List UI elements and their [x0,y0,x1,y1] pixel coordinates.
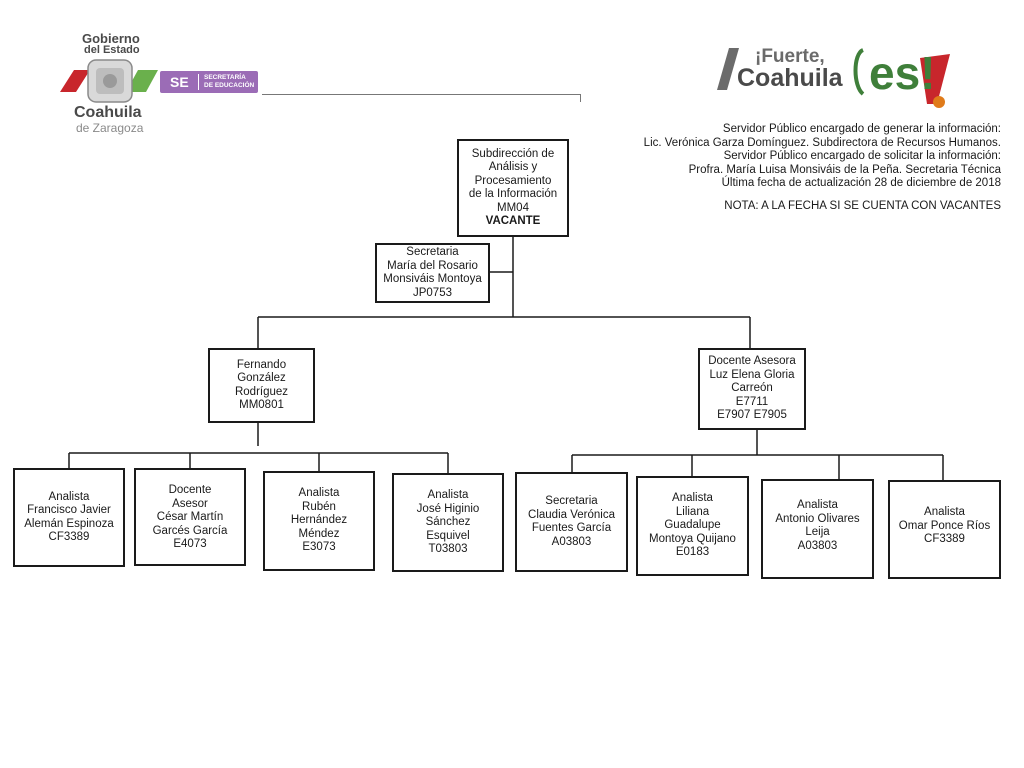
org-rh-l2: Luz Elena Gloria [709,368,795,381]
node-line: Montoya Quijano [649,532,736,545]
info-line-5: Última fecha de actualización 28 de dici… [721,177,1001,190]
node-line: Analista [797,499,838,511]
org-top-l2: Análisis y [488,161,538,173]
se-badge: SE SECRETARÍA DE EDUCACIÓN [160,71,258,93]
vacancy-label: VACANTE [485,215,541,227]
org-box-left-head: Fernando González Rodríguez MM0801 [208,348,315,423]
org-rh-l3: Carreón [731,382,773,395]
node-line: A03803 [797,539,838,552]
info-line-2: Lic. Verónica Garza Domínguez. Subdirect… [643,136,1001,149]
org-box-docente-cesar: Docente Asesor César Martín Garcés Garcí… [134,468,246,566]
info-block: Servidor Público encargado de generar la… [644,123,1001,214]
node-line: Méndez [298,527,340,540]
brand-big: es! [869,47,936,99]
org-box-analista-liliana: Analista Liliana Guadalupe Montoya Quija… [636,476,749,576]
node-line: Alemán Espinoza [24,517,114,530]
org-box-secretaria-claudia: Secretaria Claudia Verónica Fuentes Garc… [515,472,628,572]
org-box-subdireccion: Subdirección de Análisis y Procesamiento… [457,139,569,237]
node-line: Analista [298,487,340,499]
org-rh-l5: E7907 E7905 [717,409,787,422]
node-line: Analista [48,490,90,503]
node-line: Francisco Javier [27,504,111,516]
logo-line1: Gobierno [82,31,140,46]
org-sec-l2: María del Rosario [387,259,478,272]
logo-state: Coahuila [74,104,142,121]
org-sec-l1: Secretaria [406,246,459,258]
node-line: A03803 [551,535,592,548]
node-line: Analista [924,506,965,518]
org-sec-l3: Monsiváis Montoya [383,273,482,285]
node-line: T03803 [428,543,468,555]
org-box-analista-omar: Analista Omar Ponce Ríos CF3389 [888,480,1001,579]
coat-of-arms-icon [60,59,158,103]
node-line: Docente [168,484,212,496]
header-rule [262,94,580,95]
node-line: José Higinio [416,502,480,515]
node-line: Secretaria [545,495,598,507]
node-line: Claudia Verónica [528,508,615,521]
org-sec-l4: JP0753 [412,286,452,299]
node-line: E4073 [173,538,207,550]
node-line: César Martín [156,511,224,523]
node-line: Rubén [302,500,336,513]
org-rh-l4: E7711 [735,395,769,408]
se-line1: SECRETARÍA [204,74,246,81]
node-line: CF3389 [48,531,90,543]
org-rh-l1: Docente Asesora [708,355,796,368]
node-line: Antonio Olivares [775,512,860,525]
org-top-l1: Subdirección de [471,147,555,160]
fuerte-coahuila-logo: ¡Fuerte, Coahuila es! [715,44,965,110]
info-line-1: Servidor Público encargado de generar la… [722,123,1001,135]
org-box-right-head: Docente Asesora Luz Elena Gloria Carreón… [698,348,806,430]
org-box-analista-francisco: Analista Francisco Javier Alemán Espinoz… [13,468,125,567]
node-line: CF3389 [924,533,965,545]
node-line: Sánchez [425,516,471,528]
node-line: Asesor [172,497,208,510]
gobierno-coahuila-logo: Gobierno del Estado Coahuila de Zaragoza [60,28,170,138]
org-lh-l1: Fernando [236,358,287,371]
node-line: Hernández [290,514,348,526]
org-lh-l4: MM0801 [239,399,284,411]
brand-line1: ¡Fuerte, [755,46,825,67]
org-top-l4: de la Información [468,188,558,200]
node-line: Analista [672,492,713,504]
node-line: Esquivel [426,529,470,542]
info-line-3: Servidor Público encargado de solicitar … [723,150,1001,163]
org-box-analista-antonio: Analista Antonio Olivares Leija A03803 [761,479,874,579]
info-line-4: Profra. María Luisa Monsiváis de la Peña… [688,163,1001,176]
logo-line2: del Estado [84,44,140,56]
org-top-l3: Procesamiento [474,174,552,187]
node-line: Liliana [675,505,710,518]
slash-mark-icon [717,48,950,108]
node-line: Analista [427,489,469,501]
node-line: Fuentes García [531,522,612,534]
node-line: Omar Ponce Ríos [898,519,991,532]
org-box-secretaria: Secretaria María del Rosario Monsiváis M… [375,243,490,303]
se-abbr: SE [170,74,189,90]
org-lh-l2: González [237,372,286,384]
node-line: Leija [805,526,830,538]
org-top-l5: MM04 [497,201,529,214]
node-line: Garcés García [152,524,228,537]
header-rule-tick [580,94,581,102]
vacancy-note: NOTA: A LA FECHA SI SE CUENTA CON VACANT… [724,199,1001,212]
org-box-analista-ruben: Analista Rubén Hernández Méndez E3073 [263,471,375,571]
org-box-analista-jose: Analista José Higinio Sánchez Esquivel T… [392,473,504,572]
brand-line2: Coahuila [737,64,843,92]
node-line: E3073 [302,541,336,553]
node-line: Guadalupe [664,519,721,531]
node-line: E0183 [675,546,710,558]
org-lh-l3: Rodríguez [234,385,289,398]
se-line2: DE EDUCACIÓN [204,82,255,89]
logo-sub: de Zaragoza [76,121,144,135]
